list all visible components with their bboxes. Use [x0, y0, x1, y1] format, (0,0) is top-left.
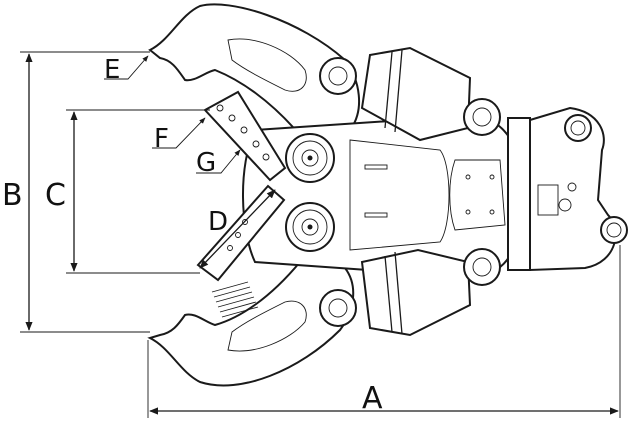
- dimension-a: A: [147, 245, 621, 418]
- blade-upper: [203, 90, 287, 182]
- lower-jaw: [147, 260, 355, 387]
- leader-f: F: [152, 117, 206, 154]
- label-f: F: [154, 124, 169, 154]
- label-g: G: [196, 148, 216, 178]
- rotation-motor-upper: [285, 133, 335, 183]
- jaw-teeth-hatch: [211, 281, 259, 318]
- label-d: D: [208, 207, 228, 237]
- rotation-motor-lower: [285, 202, 335, 252]
- hydraulic-cylinder-lower: [319, 248, 501, 337]
- dimension-b: B: [2, 51, 150, 333]
- leader-g: G: [196, 148, 241, 178]
- label-e: E: [104, 55, 120, 85]
- leader-e: E: [104, 55, 149, 85]
- label-b: B: [2, 178, 23, 213]
- dimension-c: C: [45, 109, 210, 274]
- label-a: A: [362, 381, 383, 416]
- mounting-bracket: [507, 106, 628, 272]
- dimension-d: D: [199, 189, 276, 269]
- hydraulic-cylinder-upper: [319, 46, 501, 142]
- label-c: C: [45, 178, 66, 213]
